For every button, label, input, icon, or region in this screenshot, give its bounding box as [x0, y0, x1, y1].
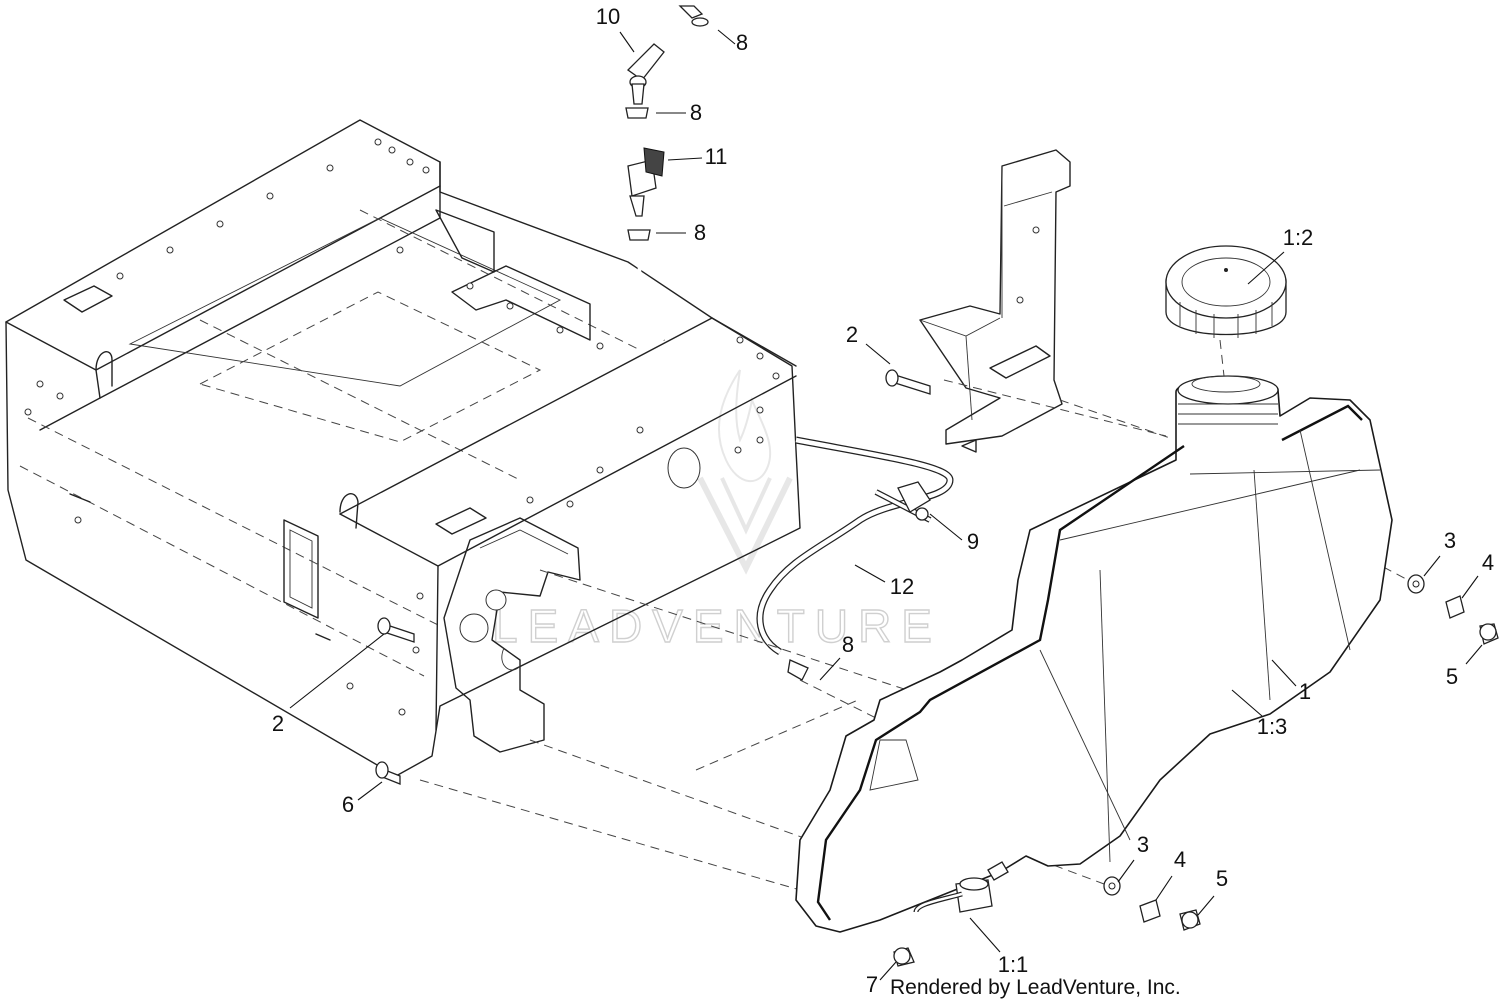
callout-leader-c6 — [357, 781, 383, 801]
callout-label-c5a: 5 — [1446, 664, 1458, 689]
callout-leader-c8a — [717, 29, 736, 45]
callout-label-c8b: 8 — [690, 100, 702, 125]
bolt-part-2-upper — [885, 369, 931, 395]
callout-label-c12b: 12 — [890, 574, 914, 599]
callout-leader-c3a — [1423, 555, 1441, 577]
tank-bracket — [919, 149, 1071, 453]
callout-label-c8a: 8 — [736, 30, 748, 55]
callout-label-c4a: 4 — [1482, 550, 1494, 575]
callout-label-c3a: 3 — [1444, 528, 1456, 553]
credit-text: Rendered by LeadVenture, Inc. — [890, 976, 1181, 999]
callout-label-c6: 6 — [342, 792, 354, 817]
callout-leader-c8d — [819, 657, 841, 681]
callout-label-c13: 1:3 — [1257, 714, 1288, 739]
callout-leader-c9 — [929, 513, 963, 541]
hardware-lower-parts-3-4-5 — [1103, 876, 1201, 931]
callout-label-c2b: 2 — [272, 711, 284, 736]
callout-leader-c4a — [1461, 575, 1479, 599]
frame-chassis — [5, 119, 801, 777]
elbow-fitting-part-10 — [626, 43, 665, 105]
callout-label-c9: 9 — [967, 529, 979, 554]
callout-label-c1: 1 — [1299, 679, 1311, 704]
callout-leader-c5b — [1197, 895, 1215, 916]
fuel-cap-part-1-2 — [1165, 245, 1287, 338]
callout-label-c12: 1:2 — [1283, 225, 1314, 250]
hardware-right-parts-3-4-5 — [1407, 574, 1499, 645]
callout-leader-c3b — [1117, 859, 1135, 883]
bolt-part-2-lower — [377, 617, 415, 643]
callout-leader-c5a — [1465, 644, 1483, 665]
callout-label-c4b: 4 — [1174, 847, 1186, 872]
fuel-line-lower — [756, 436, 954, 655]
nut-part-7 — [893, 947, 915, 967]
callout-leader-c12 — [1247, 251, 1285, 285]
callout-label-c8d: 8 — [842, 632, 854, 657]
tank-outlet-part-1-1 — [913, 861, 1009, 913]
watermark-text: LEADVENTURE — [492, 600, 942, 652]
hose-clamps-part-8 — [625, 5, 809, 681]
callout-leader-c1 — [1271, 659, 1297, 687]
callout-label-c10: 10 — [596, 4, 620, 29]
frame-holes — [24, 138, 780, 716]
callout-leader-c13 — [1231, 689, 1263, 717]
callout-leader-c2a — [865, 343, 891, 365]
bolt-part-6 — [375, 761, 401, 785]
callout-label-c2a: 2 — [846, 322, 858, 347]
callout-label-c11: 11 — [705, 144, 728, 169]
callout-leader-c11b — [969, 917, 1001, 953]
callout-label-c7: 7 — [866, 972, 878, 997]
shutoff-valve-part-11 — [627, 147, 665, 217]
watermark-logo — [697, 369, 793, 575]
callout-leader-c11 — [667, 157, 703, 161]
callout-leader-c2b — [289, 633, 385, 709]
fuel-tank-part-1 — [795, 375, 1393, 933]
callout-label-c11b: 1:1 — [998, 952, 1029, 977]
callout-label-c8c: 8 — [694, 220, 706, 245]
callout-label-c5b: 5 — [1216, 866, 1228, 891]
fitting-part-9 — [897, 481, 931, 521]
callout-leader-c4b — [1155, 875, 1173, 901]
callout-label-c3b: 3 — [1137, 832, 1149, 857]
callout-leader-c7 — [879, 961, 897, 981]
callout-leader-c10 — [619, 31, 635, 53]
callout-leader-c12b — [854, 564, 886, 583]
